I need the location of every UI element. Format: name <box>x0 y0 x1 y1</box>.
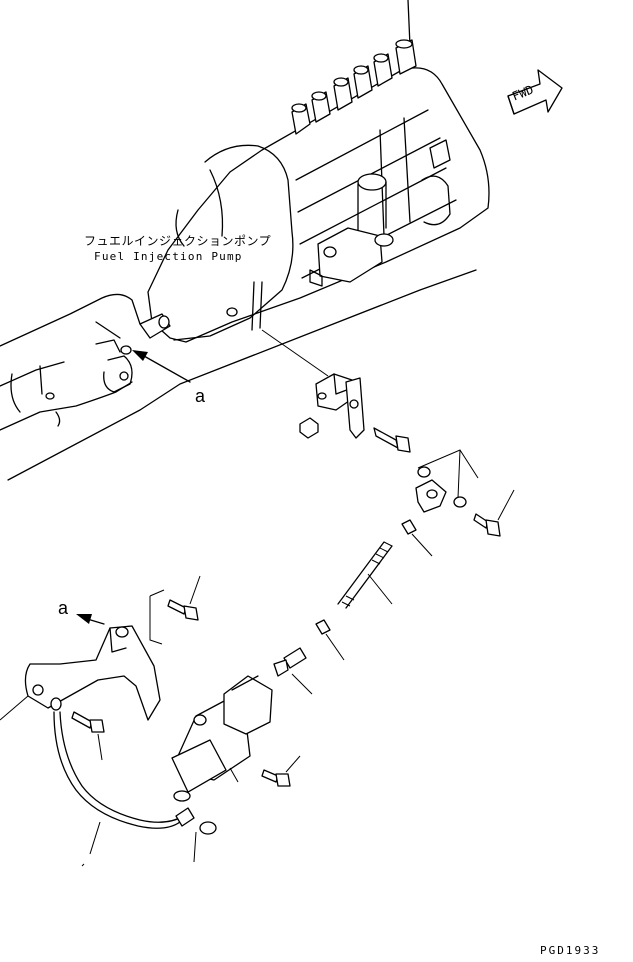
solenoid-bracket <box>0 575 301 867</box>
view-ref-label-lower: a <box>58 598 69 618</box>
fwd-arrow <box>507 69 563 115</box>
view-ref-label-upper: a <box>195 386 206 406</box>
linkage-bracket <box>261 329 515 537</box>
fuel-injection-pump <box>139 0 490 343</box>
engine-block <box>0 269 477 481</box>
pump-label-japanese: フュエルインジェクションポンプ <box>84 234 272 248</box>
view-arrow-upper <box>132 350 191 383</box>
drawing-number: PGD1933 <box>540 944 601 957</box>
delivery-valves <box>291 39 417 135</box>
pump-label-english: Fuel Injection Pump <box>94 250 243 263</box>
rod-assembly <box>273 519 433 695</box>
